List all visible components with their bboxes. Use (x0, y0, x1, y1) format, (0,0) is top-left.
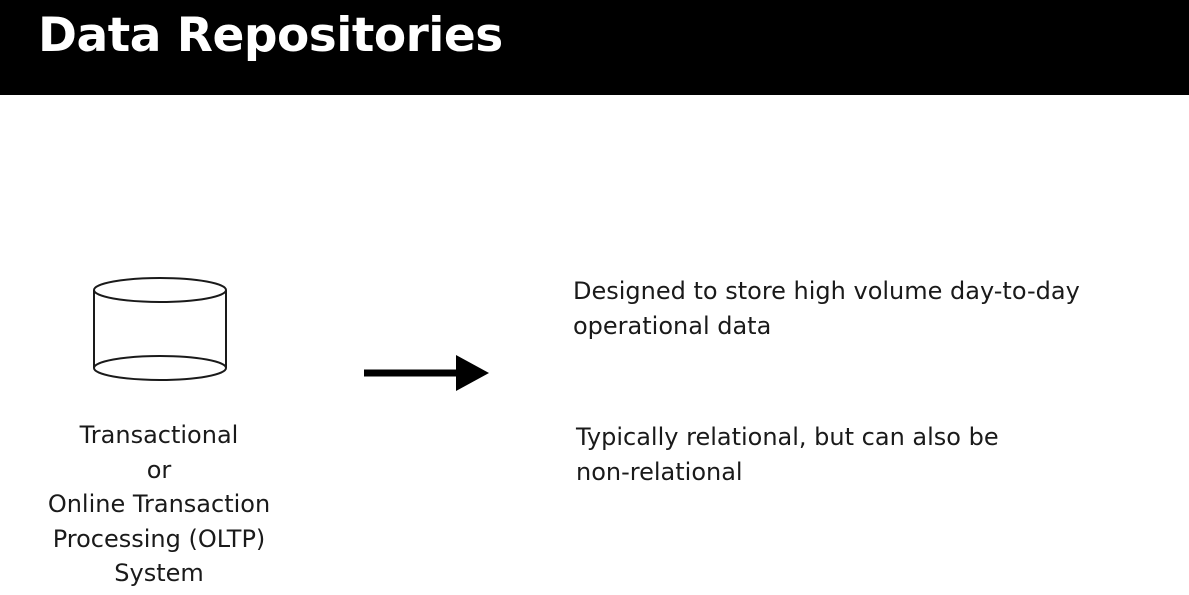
description-volume: Designed to store high volume day-to-day… (573, 274, 1080, 343)
slide-title: Data Repositories (38, 8, 503, 63)
description-line: Designed to store high volume day-to-day (573, 277, 1080, 305)
system-label-line: Processing (OLTP) (52, 524, 266, 553)
system-label-line: System (114, 559, 204, 587)
oltp-system-label: Transactional or Online Transaction Proc… (20, 418, 298, 591)
description-line: Typically relational, but can also be (576, 423, 999, 451)
system-label-line: Transactional (79, 421, 239, 449)
description-relational: Typically relational, but can also be no… (576, 420, 999, 489)
system-label-line: Online Transaction (47, 490, 271, 518)
database-cylinder-icon (93, 277, 227, 381)
title-bar: Data Repositories (0, 0, 1189, 95)
right-arrow-icon (364, 355, 489, 391)
description-line: non-relational (576, 457, 743, 486)
system-label-line: or (146, 455, 172, 484)
description-line: operational data (573, 311, 772, 340)
